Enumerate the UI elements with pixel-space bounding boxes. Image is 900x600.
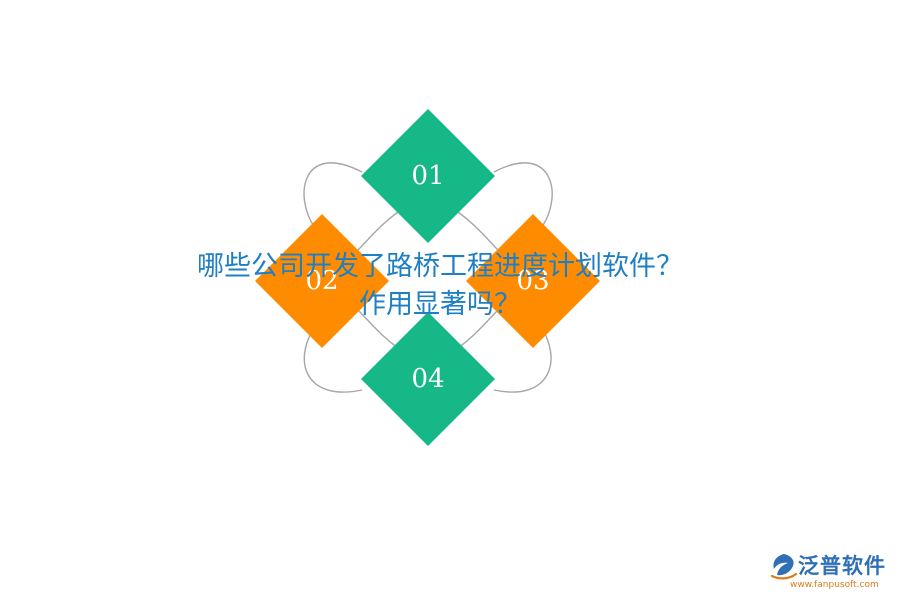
- brand-logo: 泛普软件 www.fanpusoft.com: [768, 548, 894, 596]
- node-label-03: 03: [516, 266, 549, 296]
- diamond-04: [361, 312, 495, 446]
- node-02: 02: [255, 214, 389, 348]
- brand-name: 泛普软件: [798, 554, 886, 578]
- title-line-2: 作用显著吗？: [359, 289, 521, 320]
- brand-logo-icon: [770, 554, 798, 580]
- ring-inner-top-left: [355, 211, 399, 253]
- diamond-02: [255, 214, 389, 348]
- title-line-1: 哪些公司开发了路桥工程进度计划软件？: [197, 251, 683, 282]
- node-04: 04: [361, 312, 495, 446]
- ring-inner-top-right: [457, 211, 501, 253]
- brand-url: www.fanpusoft.com: [790, 580, 879, 590]
- ring-arc-left: [303, 162, 363, 233]
- node-label-02: 02: [305, 266, 338, 296]
- diamond-03: [466, 214, 600, 348]
- node-03: 03: [466, 214, 600, 348]
- node-01: 01: [361, 109, 495, 243]
- page-title: 哪些公司开发了路桥工程进度计划软件？ 作用显著吗？: [120, 248, 760, 324]
- node-label-01: 01: [411, 161, 444, 191]
- ring-inner-bottom-left: [355, 307, 399, 349]
- ring-arc-right: [493, 162, 553, 233]
- diamond-01: [361, 109, 495, 243]
- node-label-04: 04: [411, 364, 444, 394]
